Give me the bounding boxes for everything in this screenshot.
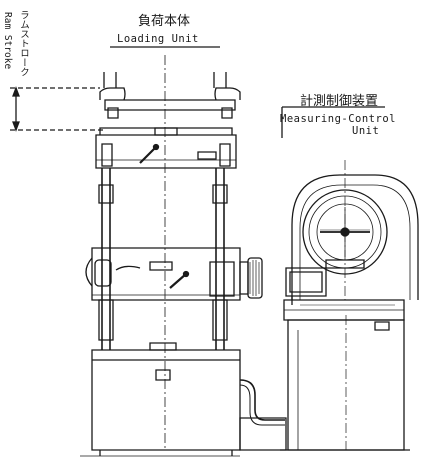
- loading-unit-title-en: Loading Unit: [117, 33, 199, 45]
- ram-stroke-label-jp: ラムストローク: [18, 10, 29, 77]
- measuring-unit-title-en-line1: Measuring-Control: [280, 113, 396, 125]
- measuring-unit-title-en-line2: Unit: [352, 125, 380, 137]
- measuring-unit-title-jp: 計測制御装置: [300, 94, 379, 109]
- ram-stroke-dimension: [10, 88, 105, 130]
- ram-stroke-label-en: Ram Stroke: [2, 12, 13, 70]
- loading-unit-title-jp: 負荷本体: [138, 14, 191, 29]
- measuring-control-unit: [280, 160, 418, 450]
- loading-unit: [86, 55, 286, 456]
